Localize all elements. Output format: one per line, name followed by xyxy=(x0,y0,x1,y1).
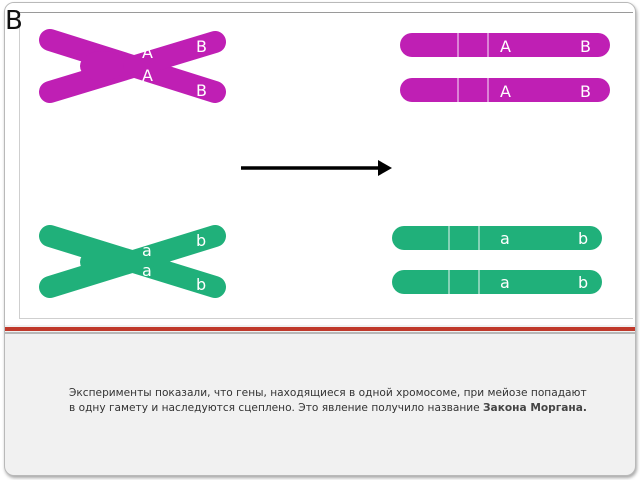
gene-label: b xyxy=(196,275,206,294)
purple-rod-chromosome-2: A B xyxy=(400,78,610,102)
green-rod-chromosome-1: a b xyxy=(392,226,602,250)
gene-label: a xyxy=(142,241,152,260)
slide-caption: Эксперименты показали, что гены, находящ… xyxy=(69,386,589,416)
green-crossed-chromosome: a b a b xyxy=(39,225,226,298)
purple-rod-chromosome-1: A B xyxy=(400,33,610,57)
caption-text: Эксперименты показали, что гены, находящ… xyxy=(69,387,587,414)
green-rod-2 xyxy=(392,270,602,294)
green-chromatid-lower-left xyxy=(39,225,226,298)
gene-label: a xyxy=(500,229,510,248)
purple-chromatid-lower-left xyxy=(39,31,226,103)
purple-centromere xyxy=(80,51,124,81)
arrow xyxy=(241,160,392,176)
gene-label: B xyxy=(196,81,207,100)
gene-label: A xyxy=(142,66,153,85)
gene-label: B xyxy=(580,82,591,101)
purple-crossed-chromosome: A B A B xyxy=(39,29,226,103)
gene-label: A xyxy=(500,82,511,101)
gene-label: b xyxy=(196,231,206,250)
gene-label: b xyxy=(578,273,588,292)
gene-label: A xyxy=(500,37,511,56)
corner-letter: B xyxy=(5,6,23,36)
caption-bold-term: Закона Моргана. xyxy=(483,402,587,414)
accent-divider xyxy=(5,327,635,331)
gene-label: B xyxy=(580,37,591,56)
gene-label: B xyxy=(196,37,207,56)
gray-divider xyxy=(5,332,635,334)
green-rod-1 xyxy=(392,226,602,250)
gene-label: b xyxy=(578,229,588,248)
purple-rod-2 xyxy=(400,78,610,102)
purple-rod-1 xyxy=(400,33,610,57)
green-rod-chromosome-2: a b xyxy=(392,270,602,294)
arrow-head xyxy=(378,160,392,176)
gene-label: a xyxy=(142,261,152,280)
gene-label: A xyxy=(142,43,153,62)
gene-label: a xyxy=(500,273,510,292)
green-centromere xyxy=(80,247,124,277)
